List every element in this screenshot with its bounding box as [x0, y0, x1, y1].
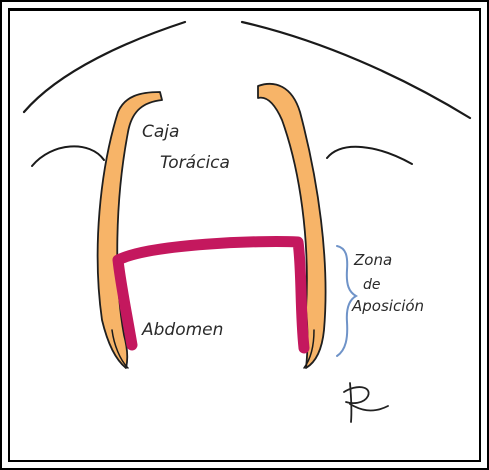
apposition-label-line3: Aposición — [351, 297, 424, 315]
axilla-right — [327, 147, 412, 164]
apposition-label-line1: Zona — [353, 251, 392, 269]
apposition-label-line2: de — [363, 277, 381, 293]
axilla-left — [32, 146, 104, 166]
abdomen-label: Abdomen — [141, 320, 223, 340]
rib-cage-label-line2: Torácica — [160, 153, 230, 173]
rib-cage-label-line1: Caja — [142, 122, 179, 142]
right-rib — [258, 84, 326, 368]
signature-icon — [344, 383, 388, 422]
